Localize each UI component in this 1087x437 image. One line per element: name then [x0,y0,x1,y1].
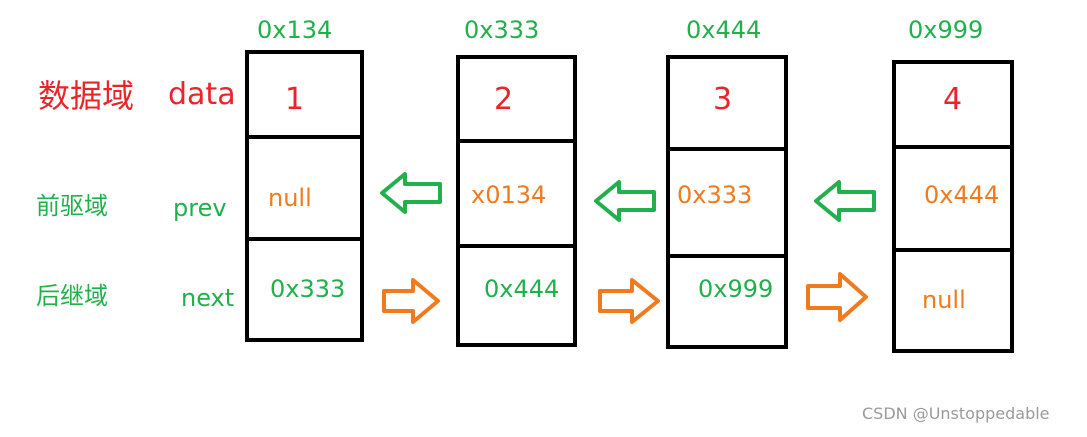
node-4-data-value: 4 [943,82,963,117]
node-4-data-cell [892,60,1014,149]
node-4-next-value: null [922,286,966,314]
right-arrow-icon [382,278,440,324]
node-2-next-value: 0x444 [484,275,560,303]
node-2-data-value: 2 [494,82,514,117]
data-field-label-en: data [168,77,236,112]
node-4-prev-cell [892,145,1014,252]
node-2-data-cell [456,55,577,143]
node-4-prev-value: 0x444 [924,181,1000,209]
node-2-next-cell [456,244,577,347]
node-1-next-cell [245,237,364,342]
node-2-prev-value: x0134 [471,181,547,209]
next-field-label-cn: 后继域 [36,282,108,310]
node-1-data-value: 1 [285,82,305,117]
node-3-data-value: 3 [713,82,733,117]
node-3-next-cell [666,254,788,349]
node-4-next-cell [892,248,1014,353]
node-4-address: 0x999 [908,16,984,44]
node-3-prev-value: 0x333 [677,181,753,209]
node-1-data-cell [245,50,364,139]
node-1-address: 0x134 [257,16,333,44]
node-1-next-value: 0x333 [270,275,346,303]
node-3-prev-cell [666,147,788,258]
node-1-prev-cell [245,135,364,241]
data-field-label-cn: 数据域 [38,77,135,115]
right-arrow-icon [598,278,660,324]
node-3-next-value: 0x999 [698,275,774,303]
next-field-label-en: next [181,284,235,312]
left-arrow-icon [814,180,876,222]
right-arrow-icon [806,272,868,322]
node-1-prev-value: null [268,184,312,212]
watermark-text: CSDN @Unstoppedable [862,404,1050,423]
prev-field-label-en: prev [173,194,227,222]
left-arrow-icon [380,172,442,214]
node-2-address: 0x333 [464,16,540,44]
node-3-address: 0x444 [686,16,762,44]
prev-field-label-cn: 前驱域 [36,192,108,220]
left-arrow-icon [594,180,656,222]
